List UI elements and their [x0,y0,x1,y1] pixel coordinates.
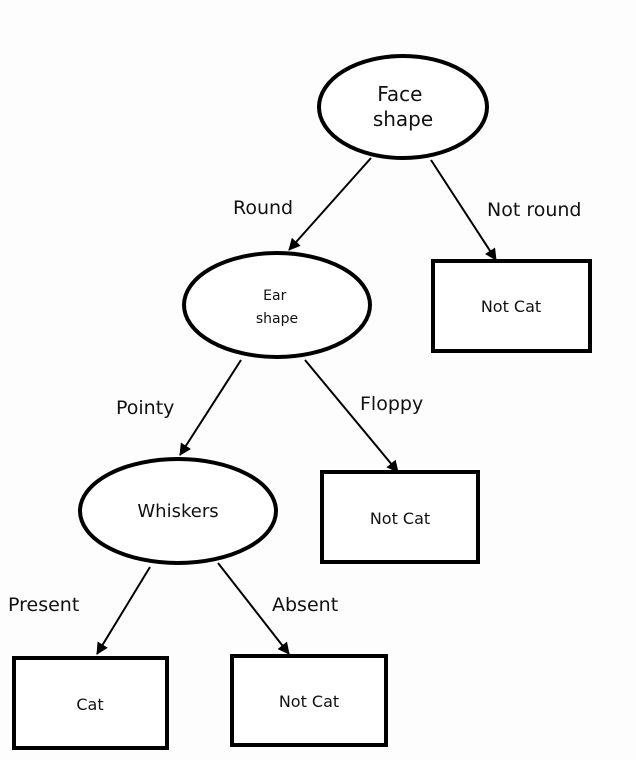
node-ear-shape: Ear shape [182,251,372,359]
leaf-not-cat-1: Not Cat [431,259,592,353]
edge-label-round: Round [233,197,293,219]
leaf-cat-label: Cat [76,695,103,714]
leaf-not-cat-2-label: Not Cat [370,509,430,528]
edge-absent [217,562,290,655]
edge-present [96,566,151,655]
node-ear-shape-line1: Ear [263,288,286,304]
edge-pointy [179,359,242,456]
node-whiskers-label: Whiskers [137,501,218,522]
node-face-shape-line1: Face [377,82,422,106]
edge-not-round [430,159,497,261]
svg-text:Face shape: Face shape [373,82,433,131]
edge-label-present: Present [8,594,79,616]
edge-label-floppy: Floppy [360,393,423,415]
svg-text:Ear shape: Ear shape [256,288,298,327]
leaf-cat: Cat [12,656,169,750]
node-whiskers: Whiskers [78,457,278,565]
edge-label-not-round: Not round [487,199,582,221]
leaf-not-cat-1-label: Not Cat [481,297,541,316]
leaf-not-cat-2: Not Cat [320,470,480,564]
node-face-shape: Face shape [317,54,489,160]
leaf-not-cat-3: Not Cat [230,654,388,747]
node-face-shape-line2: shape [373,107,433,131]
node-ear-shape-line2: shape [256,311,298,327]
edge-label-pointy: Pointy [116,397,174,419]
leaf-not-cat-3-label: Not Cat [279,692,339,711]
edge-label-absent: Absent [272,594,338,616]
edge-floppy [304,359,399,473]
edge-round [288,157,372,251]
